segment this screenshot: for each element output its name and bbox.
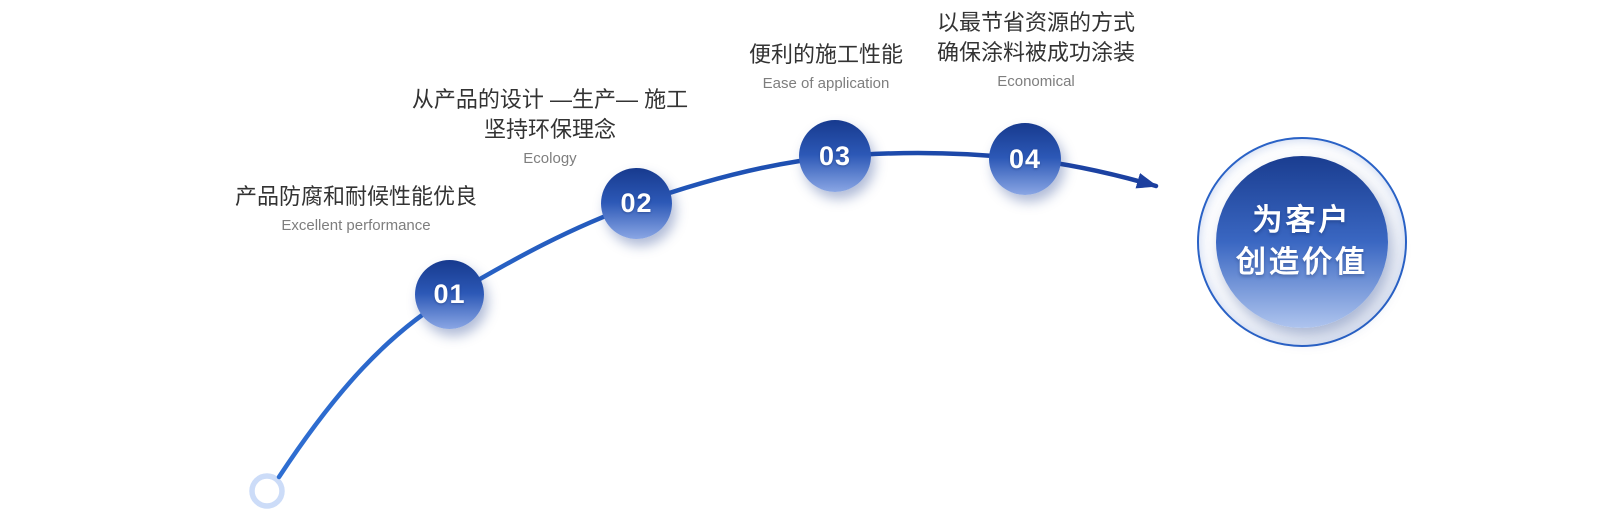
step-title: 产品防腐和耐候性能优良 bbox=[234, 184, 478, 209]
step-circle-03: 03 bbox=[799, 120, 871, 192]
step-title: 便利的施工性能 bbox=[748, 42, 904, 67]
goal-text-line2: 创造价值 bbox=[1236, 246, 1368, 279]
step-circle-02: 02 bbox=[601, 168, 672, 239]
step-subtitle: Ecology bbox=[523, 150, 577, 167]
step-number: 04 bbox=[1008, 143, 1042, 174]
step-label-02: 从产品的设计 —生产— 施工 坚持环保理念 Ecology bbox=[412, 85, 688, 169]
step-label-01: 产品防腐和耐候性能优良 Excellent performance bbox=[235, 182, 477, 236]
step-title-line2: 坚持环保理念 bbox=[483, 117, 617, 142]
step-number: 01 bbox=[433, 279, 466, 309]
step-number: 02 bbox=[620, 188, 653, 218]
step-number: 03 bbox=[818, 140, 852, 171]
step-label-04: 以最节省资源的方式 确保涂料被成功涂装 Economical bbox=[937, 8, 1135, 92]
step-subtitle: Economical bbox=[997, 73, 1075, 90]
step-subtitle: Excellent performance bbox=[281, 217, 431, 234]
step-circle-01: 01 bbox=[415, 260, 484, 329]
goal-text-line1: 为客户 bbox=[1252, 204, 1352, 237]
step-circle-04: 04 bbox=[989, 123, 1061, 195]
step-title: 从产品的设计 —生产— 施工 bbox=[411, 87, 689, 112]
step-title-line2: 确保涂料被成功涂装 bbox=[936, 40, 1136, 65]
step-label-03: 便利的施工性能 Ease of application bbox=[749, 40, 903, 94]
step-title: 以最节省资源的方式 bbox=[936, 10, 1136, 35]
step-subtitle: Ease of application bbox=[762, 75, 890, 92]
curve-start-ring bbox=[249, 473, 285, 509]
goal-circle: 为客户 创造价值 bbox=[1216, 156, 1388, 328]
goal-circle-ring: 为客户 创造价值 bbox=[1197, 137, 1407, 347]
